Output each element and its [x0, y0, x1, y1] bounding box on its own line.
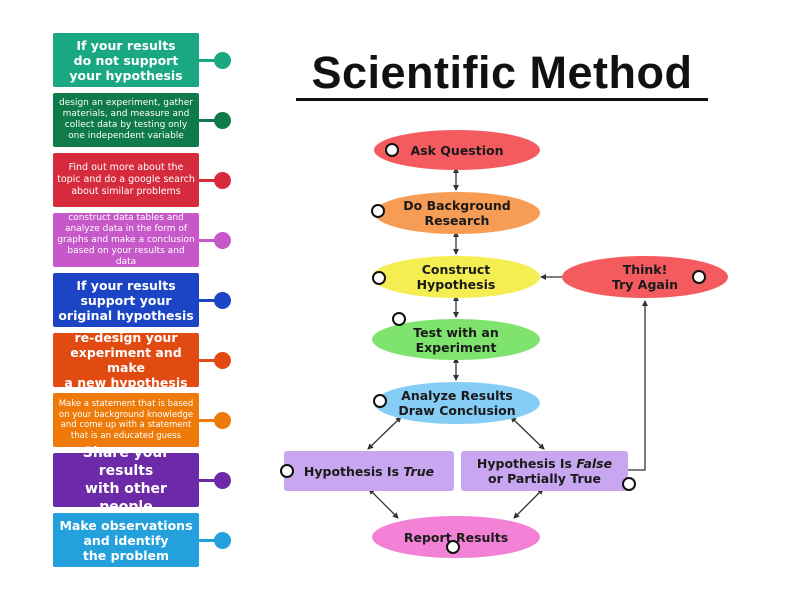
card-not-support[interactable]: If your results do not support your hypo… — [53, 33, 199, 87]
pin-line — [199, 539, 221, 542]
node-construct-hypothesis: Construct Hypothesis — [372, 256, 540, 298]
pin-line — [199, 479, 221, 482]
pin-line — [199, 59, 221, 62]
card-background-research[interactable]: Find out more about the topic and do a g… — [53, 153, 199, 207]
pin-dot[interactable] — [214, 352, 231, 369]
card-share-results[interactable]: Share your results with other people — [53, 445, 199, 515]
drop-marker-false[interactable] — [622, 477, 636, 491]
card-label: re-design your experiment and make a new… — [64, 330, 188, 390]
pin-dot[interactable] — [214, 112, 231, 129]
pin-dot[interactable] — [214, 172, 231, 189]
pin-line — [199, 359, 221, 362]
pin-dot[interactable] — [214, 52, 231, 69]
pin-dot[interactable] — [214, 472, 231, 489]
card-redesign[interactable]: re-design your experiment and make a new… — [53, 330, 199, 390]
card-label: If your results support your original hy… — [58, 277, 194, 323]
node-hypothesis-false: Hypothesis Is False or Partially True — [461, 451, 628, 491]
card-label: If your results do not support your hypo… — [69, 37, 183, 83]
card-support[interactable]: If your results support your original hy… — [53, 273, 199, 327]
pin-line — [199, 119, 221, 122]
drop-marker-analyze[interactable] — [373, 394, 387, 408]
node-label: Hypothesis Is True — [304, 464, 434, 479]
node-label: Do Background Research — [403, 198, 511, 228]
card-design-experiment[interactable]: design an experiment, gather materials, … — [53, 93, 199, 147]
false-suffix: or Partially True — [488, 471, 601, 486]
drop-marker-background[interactable] — [371, 204, 385, 218]
card-label: design an experiment, gather materials, … — [59, 98, 193, 141]
node-label: Test with an Experiment — [413, 324, 499, 355]
card-label: Share your results with other people — [82, 445, 170, 515]
drop-marker-true[interactable] — [280, 464, 294, 478]
arrow-false-think — [628, 300, 648, 471]
drop-marker-think[interactable] — [692, 270, 706, 284]
true-prefix: Hypothesis Is — [303, 463, 404, 479]
pin-dot[interactable] — [214, 232, 231, 249]
pin-dot[interactable] — [214, 412, 231, 429]
node-label: Construct Hypothesis — [416, 262, 496, 292]
true-emphasis: True — [403, 463, 435, 479]
pin-line — [199, 419, 221, 422]
node-label: Analyze Results Draw Conclusion — [398, 388, 516, 418]
pin-line — [199, 299, 221, 302]
card-label: Make observations and identify the probl… — [59, 517, 193, 563]
arrow-analyze-false — [510, 416, 545, 450]
drop-marker-ask[interactable] — [385, 143, 399, 157]
card-observations[interactable]: Make observations and identify the probl… — [53, 513, 199, 567]
arrow-false-report — [513, 488, 544, 519]
node-label: Report Results — [403, 529, 509, 545]
false-emphasis: False — [576, 456, 613, 471]
node-label: Ask Question — [410, 142, 504, 158]
card-hypothesis-statement[interactable]: Make a statement that is based on your b… — [53, 393, 199, 447]
page-title: Scientific Method — [296, 48, 708, 101]
card-label: Find out more about the topic and do a g… — [57, 162, 195, 197]
drop-marker-test[interactable] — [392, 312, 406, 326]
false-prefix: Hypothesis Is — [476, 456, 577, 471]
node-background-research: Do Background Research — [374, 192, 540, 234]
pin-dot[interactable] — [214, 532, 231, 549]
node-ask-question: Ask Question — [374, 130, 540, 170]
card-label: Make a statement that is based on your b… — [58, 399, 194, 441]
drop-marker-construct[interactable] — [372, 271, 386, 285]
card-analyze-data[interactable]: construct data tables and analyze data i… — [53, 213, 199, 267]
card-label: construct data tables and analyze data i… — [57, 212, 195, 267]
pin-line — [199, 239, 221, 242]
arrow-true-report — [368, 488, 399, 519]
drop-marker-report[interactable] — [446, 540, 460, 554]
pin-line — [199, 179, 221, 182]
node-analyze-results: Analyze Results Draw Conclusion — [374, 382, 540, 424]
node-label: Think! Try Again — [611, 262, 679, 292]
arrow-analyze-true — [367, 416, 402, 450]
pin-dot[interactable] — [214, 292, 231, 309]
node-label: Hypothesis Is False or Partially True — [477, 456, 612, 486]
node-hypothesis-true: Hypothesis Is True — [284, 451, 454, 491]
